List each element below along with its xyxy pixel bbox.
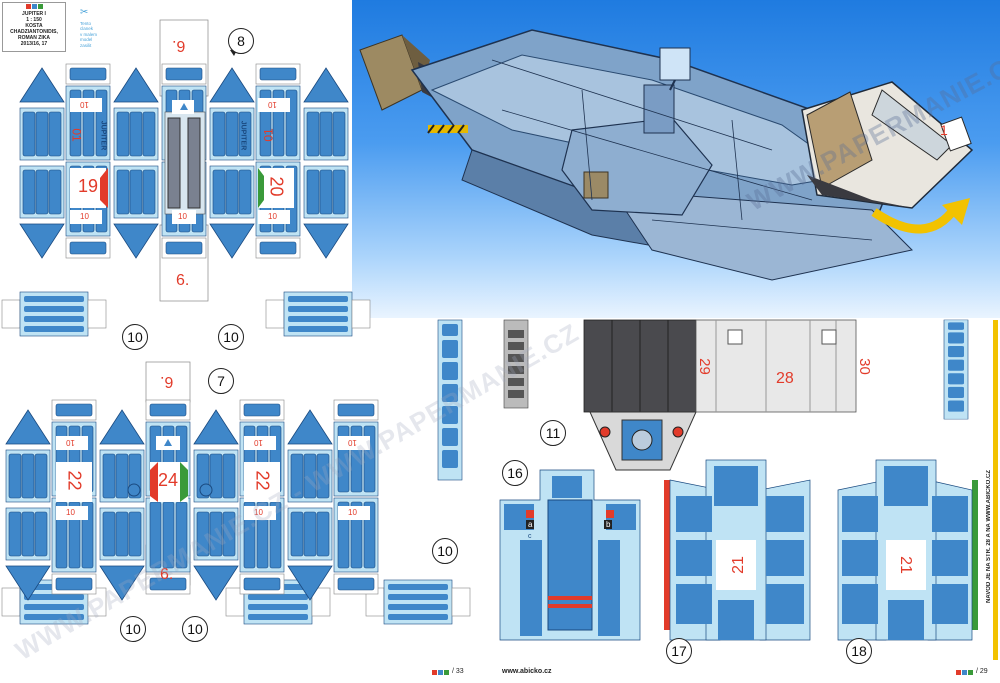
part-30-label: 30 [855, 358, 873, 375]
step-10-d: 10 [120, 616, 146, 642]
part-10-strap-b [265, 291, 371, 337]
footer-page-left: / 33 [452, 668, 464, 675]
step-10-a: 10 [122, 324, 148, 350]
tip-text: Tento clanek v malem model zasilit [80, 20, 98, 48]
tip-note: ✂ Tento clanek v malem model zasilit [80, 4, 108, 48]
model-issue: 2013/16, 17 [20, 41, 48, 47]
model-name: JUPITER I [22, 11, 46, 17]
part-24-label: 24 [158, 470, 179, 490]
part-10-mark-b: 10 [268, 100, 277, 109]
part-10-mark-g: 10 [254, 438, 263, 447]
part-18-net [837, 459, 978, 641]
step-10-c: 10 [432, 538, 458, 564]
part-28-label: 28 [776, 370, 794, 387]
footer-vertical-note: NAVOD JE NA STR. 28 A NA WWW.ABICKO.CZ [986, 470, 992, 604]
step-8: 8 [228, 28, 254, 54]
part-6-label-mid-bottom: 6. [160, 566, 174, 583]
step-18: 18 [846, 638, 872, 664]
part-7-net [5, 361, 379, 601]
hull-name-left: JUPITER [99, 120, 107, 151]
tab-label-b: b [604, 520, 613, 529]
model-scale: 1 : 150 [26, 17, 42, 23]
hull-number-left: 01 [69, 128, 84, 142]
part-11-strip [503, 319, 529, 409]
step-10-b: 10 [218, 324, 244, 350]
edge-bar [993, 320, 998, 660]
footer-page-right: / 29 [976, 668, 988, 675]
part-19-label: 19 [78, 176, 99, 196]
step-7: 7 [208, 368, 234, 394]
part-17-net [664, 459, 811, 641]
footer-logo-right [956, 670, 973, 675]
tab-label-c: c [528, 533, 532, 540]
part-10-mark-h: 10 [348, 438, 357, 447]
step-10-e: 10 [182, 616, 208, 642]
part-20-label: 20 [266, 176, 287, 197]
model-photo: WWW.PAPERMANIE.CZ [352, 0, 1000, 318]
part-16-net [499, 469, 641, 641]
shuttle-number: 1 [940, 122, 948, 138]
part-10-mark-i: 10 [66, 508, 75, 517]
part-21-label-a: 21 [729, 556, 747, 574]
hull-name-right: JUPITER [239, 120, 247, 151]
step-16: 16 [502, 460, 528, 486]
part-10-strap-a [1, 291, 107, 337]
hull-number-right: 01 [261, 128, 276, 142]
part-8-net [19, 19, 349, 302]
title-block: JUPITER I 1 : 150 KOSTA CHADZIANTONIDIS,… [2, 2, 66, 52]
part-6-label-mid-top: 6. [160, 373, 174, 390]
step-17: 17 [666, 638, 692, 664]
model-authors: KOSTA CHADZIANTONIDIS, ROMAN ZIKA [10, 23, 58, 41]
part-6-label-top: 6. [172, 37, 186, 54]
spaceship-photo [359, 29, 974, 281]
part-10-mark-f: 10 [66, 438, 75, 447]
part-10-mark-k: 10 [348, 508, 357, 517]
part-10-mark-e: 10 [178, 212, 187, 221]
part-10-mark-d: 10 [268, 212, 277, 221]
tab-label-a: a [526, 520, 535, 529]
part-22-label-b: 22 [252, 470, 273, 491]
footer-website[interactable]: www.abicko.cz [502, 668, 552, 675]
abc-logo [3, 3, 65, 10]
part-10-mark-c: 10 [80, 212, 89, 221]
part-10-mark-j: 10 [254, 508, 263, 517]
vertical-strip-right [943, 319, 969, 420]
scissors-icon: ✂ [80, 6, 89, 18]
part-10-mark-a: 10 [80, 100, 89, 109]
part-22-label-a: 22 [64, 470, 85, 491]
part-10-strap-e [365, 579, 471, 625]
footer-logo-left [432, 670, 449, 675]
vertical-strip-left [437, 319, 463, 481]
part-6-label-bottom: 6. [176, 272, 190, 289]
part-29-label: 29 [695, 358, 713, 375]
part-28-net [583, 319, 857, 471]
part-21-label-b: 21 [896, 556, 914, 574]
step-11: 11 [540, 420, 566, 446]
